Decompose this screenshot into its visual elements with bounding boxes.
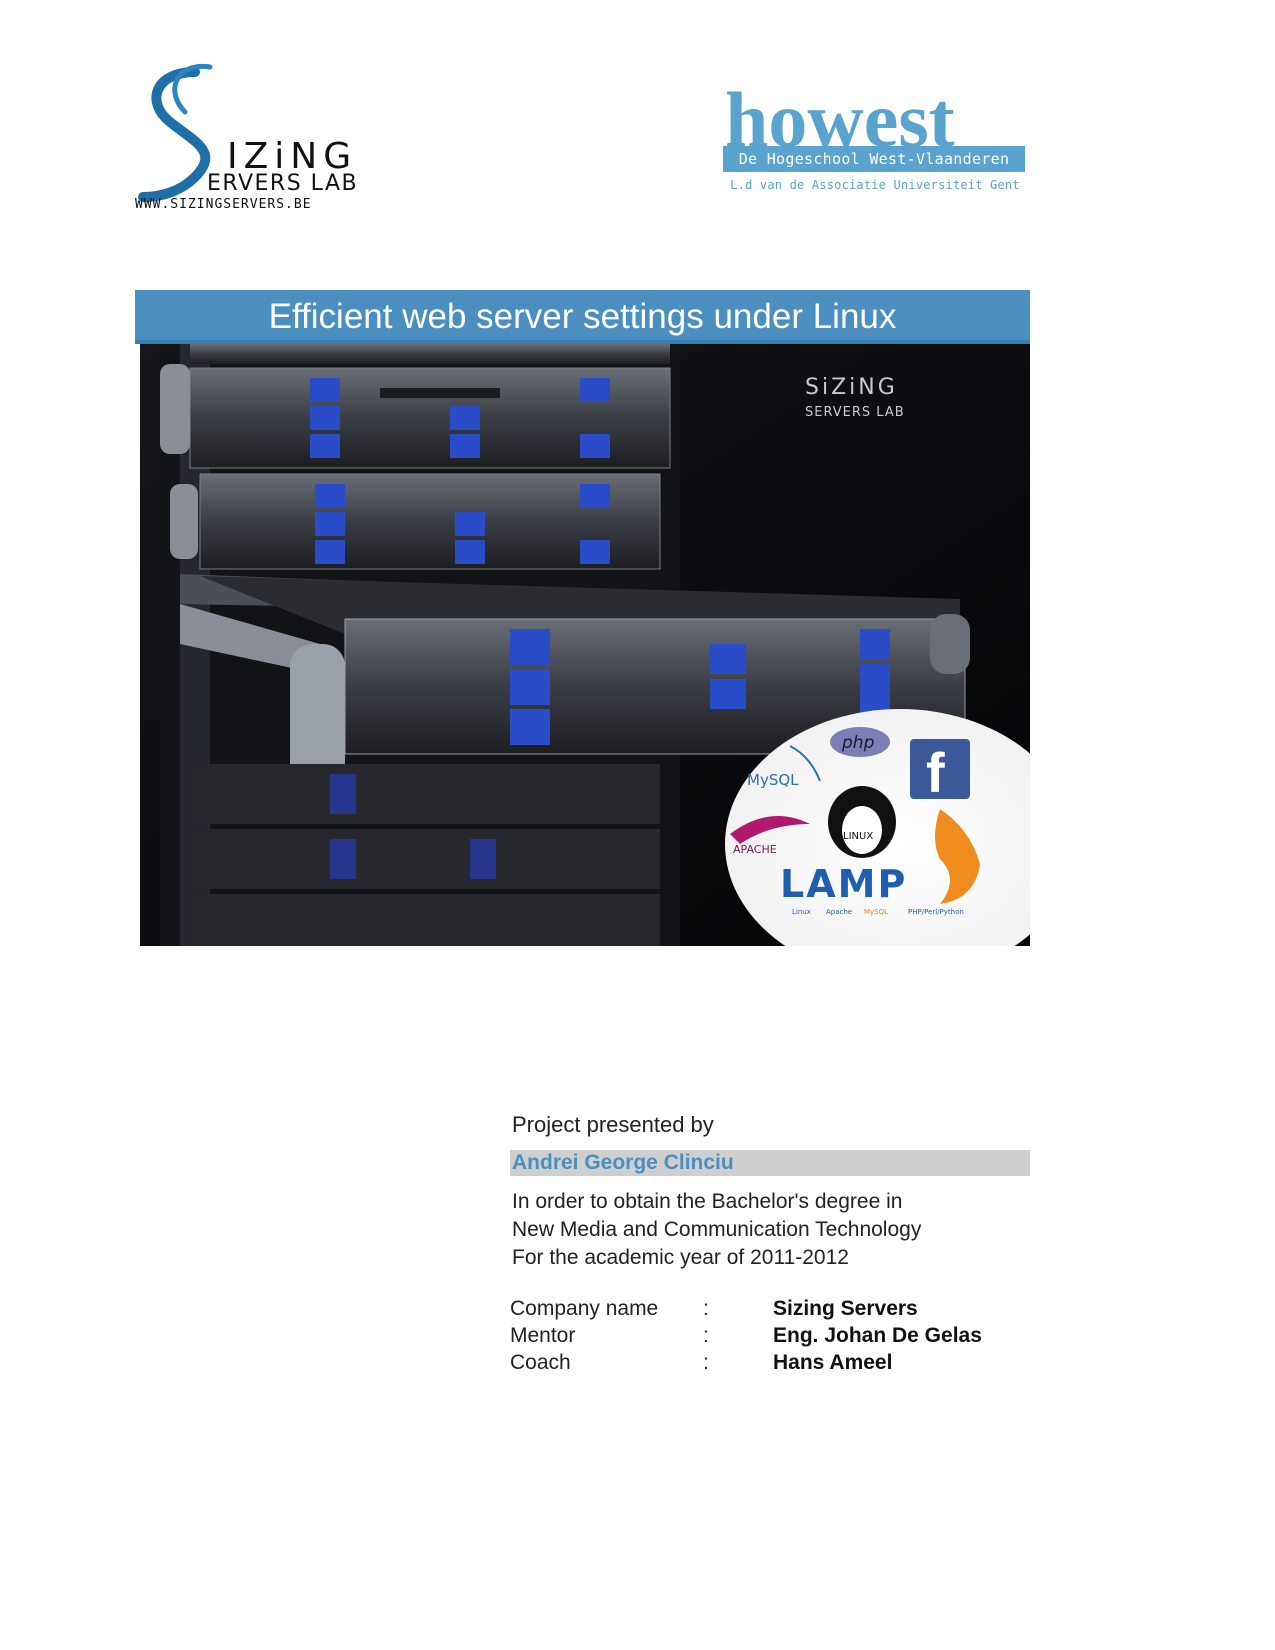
sizing-logo-line2: ERVERS LAB [207,171,358,196]
php-badge-label: php [841,733,875,753]
mysql-dolphin-icon [789,745,821,782]
howest-wordmark: howest [725,78,955,158]
info-value: Sizing Servers [773,1296,918,1320]
info-row-coach: Coach : Hans Ameel [510,1349,982,1376]
presented-by-label: Project presented by [512,1112,714,1137]
author-band: Andrei George Clinciu [510,1150,1030,1176]
info-row-company: Company name : Sizing Servers [510,1295,982,1322]
info-label: Mentor [510,1323,576,1347]
cover-watermark-line1: SiZiNG [805,375,898,400]
howest-tagline: De Hogeschool West-Vlaanderen [723,146,1025,172]
sizing-logo-line1: IZiNG [227,136,357,177]
degree-line: For the academic year of 2011-2012 [512,1246,849,1269]
mysql-badge-label: MySQL [747,771,799,789]
author-name: Andrei George Clinciu [512,1151,734,1174]
linux-badge-label: LINUX [843,831,873,842]
degree-line: In order to obtain the Bachelor's degree… [512,1190,903,1213]
degree-statement: In order to obtain the Bachelor's degree… [512,1188,921,1272]
info-row-mentor: Mentor : Eng. Johan De Gelas [510,1322,982,1349]
apache-badge-label: APACHE [733,843,777,856]
apache-feather-icon [730,816,810,844]
lamp-badge-label: LAMP [780,862,907,906]
howest-association: L.d van de Associatie Universiteit Gent [730,178,1020,192]
facebook-f-glyph: f [926,741,945,804]
lamp-caption-linux: Linux [792,908,811,916]
lamp-flame-icon [935,809,980,904]
cover-image: SiZiNG SERVERS LAB php MySQL f LINUX APA… [140,344,1030,946]
facebook-logo-icon [910,739,970,799]
howest-logo: howest De Hogeschool West-Vlaanderen L.d… [723,78,1025,208]
info-label: Company name [510,1296,659,1320]
svg-text:howest: howest [725,78,955,158]
info-separator: : [703,1323,709,1347]
sizing-servers-lab-logo: IZiNG ERVERS LAB WWW.SIZINGSERVERS.BE [135,62,405,222]
title-banner: Efficient web server settings under Linu… [135,290,1030,344]
cover-watermark-line2: SERVERS LAB [805,405,905,420]
server-rack-illustration: SiZiNG SERVERS LAB php MySQL f LINUX APA… [140,344,1030,946]
info-value: Hans Ameel [773,1350,893,1374]
project-info-table: Company name : Sizing Servers Mentor : E… [510,1295,982,1376]
degree-line: New Media and Communication Technology [512,1218,922,1241]
info-separator: : [703,1350,709,1374]
lamp-caption-mysql: MySQL [864,908,888,916]
sizing-logo-url: WWW.SIZINGSERVERS.BE [135,197,312,212]
info-label: Coach [510,1350,571,1374]
lamp-caption-apache: Apache [826,908,852,916]
info-separator: : [703,1296,709,1320]
lamp-caption-php: PHP/Perl/Python [908,908,964,916]
sizing-s-swoosh-icon: IZiNG ERVERS LAB WWW.SIZINGSERVERS.BE [135,64,358,212]
document-title: Efficient web server settings under Linu… [268,297,897,336]
info-value: Eng. Johan De Gelas [773,1323,982,1347]
php-logo-icon [830,727,890,757]
